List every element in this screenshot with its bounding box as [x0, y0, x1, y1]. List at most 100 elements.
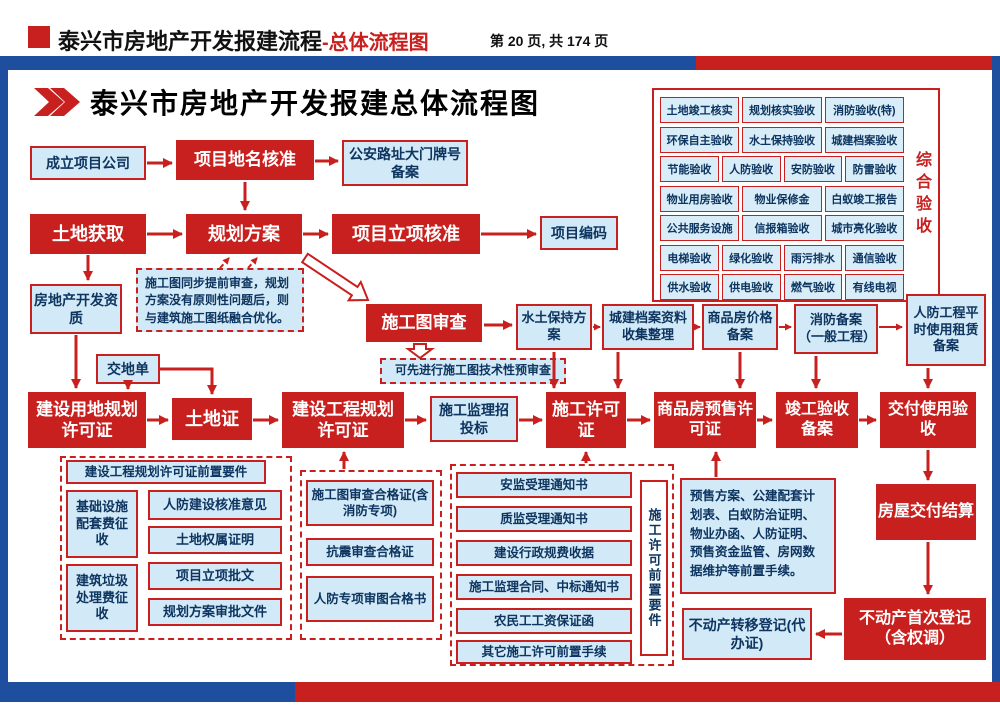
acceptance-item: 雨污排水 — [783, 244, 843, 271]
prereq-infrastructure-fee: 基础设施配套费征收 — [66, 490, 138, 558]
node-drawing-review: 施工图审查 — [366, 304, 482, 342]
header-subtitle: -总体流程图 — [322, 32, 429, 54]
node-presale-requirements: 预售方案、公建配套计划表、白蚁防治证明、物业办函、人防证明、预售资金监管、房网数… — [680, 478, 836, 594]
permit-prereq-other: 其它施工许可前置手续 — [456, 640, 632, 664]
plan-permit-prereq-label: 建设工程规划许可证前置要件 — [66, 460, 266, 484]
node-fire-record: 消防备案（一般工程） — [794, 304, 878, 354]
node-construction-permit: 施工许可证 — [546, 392, 626, 448]
permit-prereq-contracts: 施工监理合同、中标通知书 — [456, 574, 632, 600]
node-land-acquisition: 土地获取 — [30, 214, 146, 254]
node-place-name-approval: 项目地名核准 — [176, 140, 314, 180]
node-supervision-bidding: 施工监理招投标 — [430, 396, 518, 442]
node-land-certificate: 土地证 — [172, 398, 252, 440]
permit-prereq-safety-notice: 安监受理通知书 — [456, 472, 632, 498]
acceptance-item: 供水验收 — [660, 274, 719, 300]
prereq-waste-fee: 建筑垃圾处理费征收 — [66, 564, 138, 632]
acceptance-item: 电梯验收 — [660, 244, 719, 271]
permit-prereq-wage-guarantee: 农民工工资保证函 — [456, 608, 632, 634]
page-indicator: 第 20 页, 共 174 页 — [490, 33, 609, 49]
acceptance-item: 白蚁竣工报告 — [824, 185, 904, 212]
node-transfer-registration: 不动产转移登记(代办证) — [682, 608, 812, 660]
note-sync-review: 施工图同步提前审查，规划方案没有原则性问题后，则与建筑施工图纸融合优化。 — [136, 268, 304, 332]
acceptance-item: 供电验收 — [721, 274, 781, 300]
acceptance-row: 供水验收 供电验收 燃气验收 有线电视 — [660, 274, 904, 300]
acceptance-item: 消防验收(特) — [824, 97, 904, 123]
acceptance-item: 城市亮化验收 — [824, 215, 904, 241]
footer-red-segment — [295, 682, 1000, 702]
acceptance-item: 防雷验收 — [845, 156, 904, 182]
cert-drawing-review: 施工图审查合格证(含消防专项) — [306, 480, 434, 526]
left-border-strip — [0, 56, 8, 702]
acceptance-row: 电梯验收 绿化验收 雨污排水 通信验收 — [660, 244, 904, 271]
arrow-group-dashed — [219, 257, 258, 269]
acceptance-item: 燃气验收 — [783, 274, 843, 300]
acceptance-item: 物业用房验收 — [660, 185, 740, 212]
acceptance-item: 绿化验收 — [721, 244, 781, 271]
node-construction-plan-permit: 建设工程规划许可证 — [282, 392, 404, 448]
node-first-registration: 不动产首次登记（含权调） — [844, 598, 986, 660]
double-chevron-icon — [34, 88, 80, 116]
header-title: 泰兴市房地产开发报建流程-总体流程图 — [58, 24, 429, 56]
acceptance-vertical-label: 综合验收 — [913, 151, 930, 239]
main-title-row: 泰兴市房地产开发报建总体流程图 — [34, 82, 540, 122]
acceptance-item: 人防验收 — [721, 156, 781, 182]
group-plan-permit-prerequisites — [60, 456, 292, 640]
acceptance-item: 信报箱验收 — [742, 215, 822, 241]
divider-blue-segment — [8, 56, 696, 70]
permit-prereq-quality-notice: 质监受理通知书 — [456, 506, 632, 532]
group-construction-permit-prerequisites — [450, 464, 674, 666]
acceptance-item: 土地竣工核实 — [660, 97, 740, 123]
node-archives-collection: 城建档案资料收集整理 — [602, 304, 694, 350]
acceptance-row: 公共服务设施 信报箱验收 城市亮化验收 — [660, 215, 904, 241]
cert-seismic-review: 抗震审查合格证 — [306, 538, 434, 566]
footer-bar — [0, 682, 1000, 702]
node-civil-defense-lease-record: 人防工程平时使用租赁备案 — [906, 294, 986, 366]
acceptance-item: 安防验收 — [783, 156, 843, 182]
node-water-soil-plan: 水土保持方案 — [516, 304, 592, 350]
comprehensive-acceptance-panel: 土地竣工核实 规划核实验收 消防验收(特) 环保自主验收 水土保持验收 城建档案… — [652, 88, 940, 302]
node-police-address-record: 公安路址大门牌号备案 — [342, 140, 468, 186]
page-title: 泰兴市房地产开发报建总体流程图 — [90, 88, 541, 119]
acceptance-item: 有线电视 — [845, 274, 904, 300]
cert-civil-defense-review: 人防专项审图合格书 — [306, 576, 434, 622]
node-price-record: 商品房价格备案 — [702, 304, 778, 350]
acceptance-item: 水土保持验收 — [742, 126, 822, 153]
footer-blue-segment — [0, 682, 295, 702]
header-square-icon — [28, 26, 50, 48]
node-delivery-acceptance: 交付使用验收 — [880, 392, 976, 448]
acceptance-item: 通信验收 — [845, 244, 904, 271]
node-presale-permit: 商品房预售许可证 — [654, 392, 756, 448]
permit-prereq-vertical-label: 施工许可前置要件 — [640, 480, 668, 656]
acceptance-row: 环保自主验收 水土保持验收 城建档案验收 — [660, 126, 904, 153]
acceptance-row: 物业用房验收 物业保修金 白蚁竣工报告 — [660, 185, 904, 212]
prereq-civil-defense-opinion: 人防建设核准意见 — [148, 490, 282, 520]
permit-prereq-fee-receipt: 建设行政规费收据 — [456, 540, 632, 566]
acceptance-item: 物业保修金 — [742, 185, 822, 212]
acceptance-grid: 土地竣工核实 规划核实验收 消防验收(特) 环保自主验收 水土保持验收 城建档案… — [660, 97, 904, 304]
acceptance-item: 城建档案验收 — [824, 126, 904, 153]
node-land-use-permit: 建设用地规划许可证 — [28, 392, 146, 448]
prereq-land-ownership: 土地权属证明 — [148, 526, 282, 554]
node-developer-qualification: 房地产开发资质 — [30, 284, 122, 334]
node-project-code: 项目编码 — [540, 216, 618, 250]
node-project-approval: 项目立项核准 — [332, 214, 480, 254]
node-completion-record: 竣工验收备案 — [776, 392, 858, 448]
acceptance-row: 节能验收 人防验收 安防验收 防雷验收 — [660, 156, 904, 182]
divider-red-segment — [696, 56, 992, 70]
header-divider-bar — [8, 56, 992, 70]
group-drawing-certificates — [300, 470, 442, 640]
node-land-delivery-slip: 交地单 — [96, 354, 160, 384]
note-pre-review: 可先进行施工图技术性预审查 — [380, 358, 566, 384]
node-planning-scheme: 规划方案 — [186, 214, 302, 254]
right-border-strip — [992, 56, 1000, 702]
prereq-plan-approval-file: 规划方案审批文件 — [148, 598, 282, 626]
acceptance-item: 环保自主验收 — [660, 126, 740, 153]
acceptance-item: 公共服务设施 — [660, 215, 740, 241]
node-company: 成立项目公司 — [30, 146, 146, 180]
header-title-text: 泰兴市房地产开发报建流程 — [58, 29, 323, 54]
prereq-approval-document: 项目立项批文 — [148, 562, 282, 590]
acceptance-item: 规划核实验收 — [742, 97, 822, 123]
acceptance-row: 土地竣工核实 规划核实验收 消防验收(特) — [660, 97, 904, 123]
acceptance-item: 节能验收 — [660, 156, 719, 182]
